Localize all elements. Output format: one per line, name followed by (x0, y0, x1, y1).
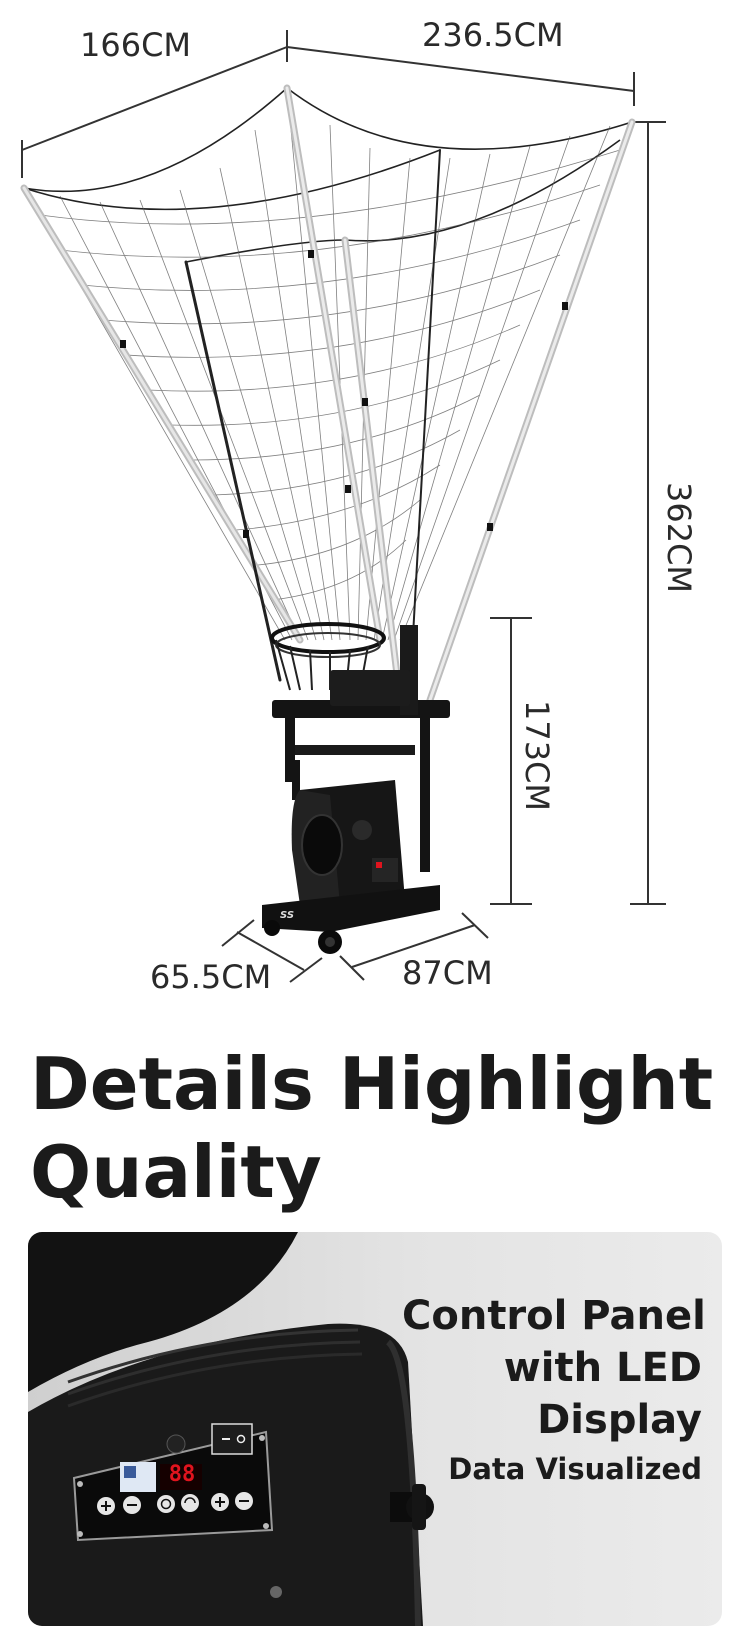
feature-card-subtitle: Data Visualized (448, 1452, 702, 1486)
product-diagram-svg: SS (20, 30, 666, 983)
control-panel-plate (72, 1423, 274, 1542)
net-mesh (23, 87, 621, 641)
feature-title-line-2: with LED (503, 1345, 702, 1391)
dimension-lines (21, 30, 666, 983)
dimension-diagram: SS 166CM 236.5CM 362CM 173CM 65.5CM 87CM (20, 16, 698, 996)
headline-line-1: Details Highlight (30, 1042, 714, 1126)
led-readout: 88 (168, 1462, 196, 1487)
target-icon (157, 1495, 175, 1513)
svg-text:SS: SS (280, 910, 294, 921)
dimension-machine-height: 173CM (518, 700, 556, 812)
section-headline: Details Highlight Quality (30, 1040, 730, 1216)
plus-icon (97, 1497, 115, 1515)
swing-icon (181, 1494, 199, 1512)
machine-body: SS (262, 625, 450, 954)
plus-icon (211, 1493, 229, 1511)
hoop (270, 622, 386, 691)
dimension-total-height: 362CM (660, 482, 698, 594)
dimension-depth-top: 166CM (80, 26, 192, 64)
minus-icon (235, 1492, 253, 1510)
led-display: 88 (162, 1462, 202, 1488)
headline-line-2: Quality (30, 1130, 322, 1214)
dimension-base-width: 87CM (402, 954, 493, 992)
control-panel-photo (28, 1232, 434, 1626)
power-switch-icon (211, 1423, 253, 1455)
feature-title-line-3: Display (537, 1397, 702, 1443)
control-panel-feature-card: 88 Control Panel with LED Display Data V… (28, 1232, 722, 1626)
feature-card-title: Control Panel with LED Display (402, 1290, 706, 1446)
support-poles (20, 84, 636, 704)
dimension-base-depth: 65.5CM (150, 958, 272, 996)
feature-card-text: Control Panel with LED Display Data Visu… (402, 1290, 706, 1486)
feature-title-line-1: Control Panel (402, 1293, 706, 1339)
dimension-width-top: 236.5CM (422, 16, 564, 54)
minus-icon (123, 1496, 141, 1514)
